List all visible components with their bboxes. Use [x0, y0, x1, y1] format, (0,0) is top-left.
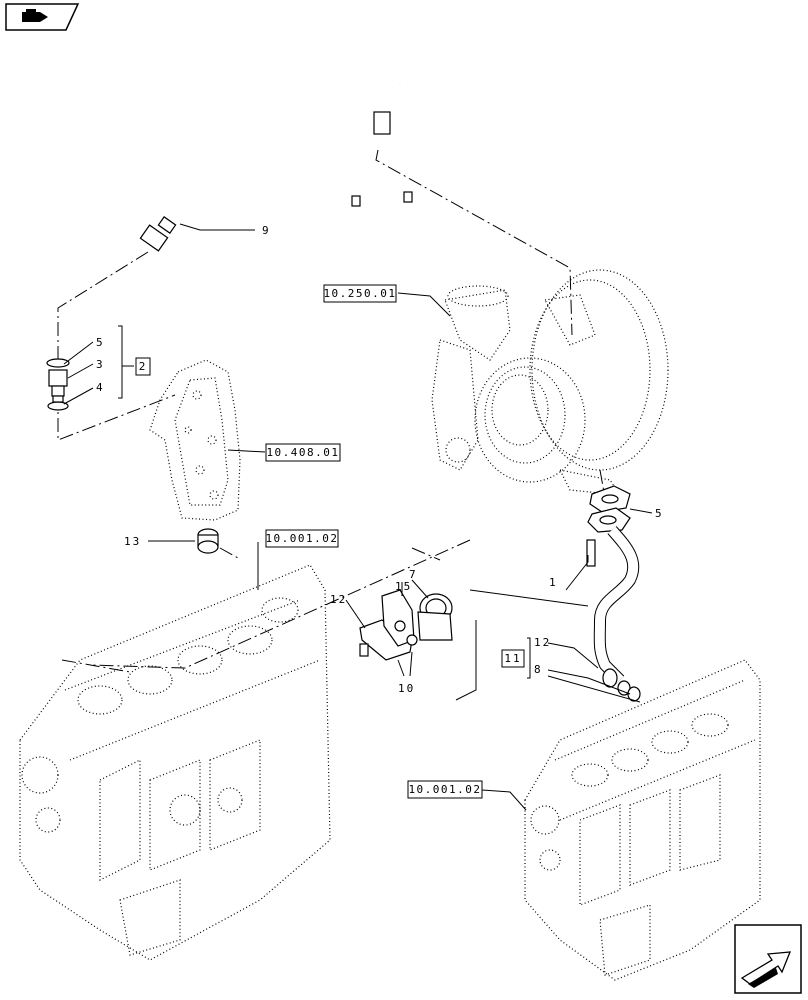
plug: [197, 528, 219, 554]
callout-12a: 12: [330, 593, 347, 606]
sensor-harness: [139, 83, 413, 264]
callout-13: 13: [124, 535, 141, 548]
callout-8: 8: [534, 663, 543, 676]
next-page-arrow-icon[interactable]: [734, 924, 802, 994]
ref-block-bottom-label: 10.001.02: [408, 783, 481, 796]
ref-turbo-label: 10.250.01: [323, 287, 396, 300]
callout-9: 9: [262, 224, 271, 237]
callout-11: 11: [504, 652, 521, 665]
callout-2: 2: [139, 360, 148, 373]
pipe-bracket: [359, 589, 453, 661]
callout-1: 1: [549, 576, 558, 589]
callout-12b: 12: [534, 636, 551, 649]
kit-box-2[interactable]: 2: [135, 357, 151, 376]
ref-filter-label: 10.408.01: [266, 446, 339, 459]
callout-7: 7: [409, 568, 418, 581]
filter-head: [149, 359, 241, 521]
ref-box-turbo[interactable]: 10.250.01: [323, 284, 397, 303]
book-open-icon[interactable]: [5, 3, 80, 31]
centre-lines: [57, 149, 606, 673]
callout-3: 3: [96, 358, 105, 371]
ref-box-block-bottom[interactable]: 10.001.02: [407, 780, 483, 799]
callout-10: 10: [398, 682, 415, 695]
callout-5b: 5: [655, 507, 664, 520]
oil-drain-pipe: [586, 526, 641, 702]
leader-lines: [63, 223, 653, 811]
engine-block-left: [19, 564, 331, 961]
sender-unit: [46, 358, 70, 411]
turbocharger: [431, 269, 669, 496]
ref-block-top-label: 10.001.02: [265, 532, 338, 545]
gasket: [587, 485, 631, 533]
engine-block-right: [524, 659, 761, 981]
callout-4: 4: [96, 381, 105, 394]
ref-box-filter[interactable]: 10.408.01: [265, 443, 341, 462]
kit-box-11[interactable]: 11: [501, 649, 525, 668]
callout-15: 15: [395, 580, 412, 593]
callout-5a: 5: [96, 336, 105, 349]
ref-box-block-top[interactable]: 10.001.02: [265, 529, 339, 548]
